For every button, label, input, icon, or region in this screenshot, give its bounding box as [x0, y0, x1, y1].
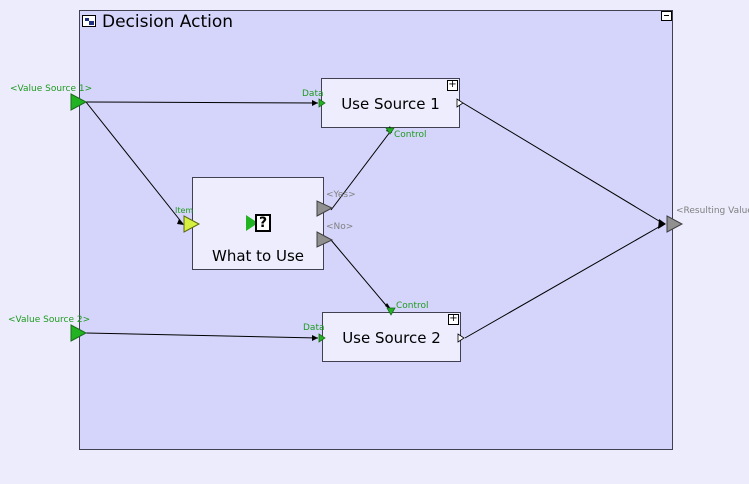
- use-source-2-label: Use Source 2: [342, 329, 441, 347]
- output-port-1: [456, 98, 464, 108]
- wire-source1-to-item: [85, 101, 184, 225]
- data-port-2-label: Data: [303, 323, 325, 333]
- collapse-button[interactable]: [661, 11, 672, 21]
- control-port-2: [386, 307, 396, 316]
- wire-source2-to-data2: [85, 332, 319, 339]
- what-to-use-node[interactable]: ? What to Use: [192, 177, 324, 270]
- resulting-value-label: <Resulting Value>: [676, 206, 749, 216]
- resulting-value-port: [666, 215, 684, 233]
- decision-icon: ?: [246, 212, 272, 234]
- expand-button-use-source-2[interactable]: +: [448, 313, 459, 325]
- arrow-data1: [312, 100, 318, 106]
- wire-out2-to-result: [464, 223, 665, 339]
- arrow-data2: [312, 335, 318, 341]
- use-source-1-node[interactable]: Use Source 1 +: [321, 78, 460, 128]
- output-port-2: [457, 333, 465, 343]
- expand-button-use-source-1[interactable]: +: [447, 79, 458, 91]
- item-port-label: Item: [175, 206, 194, 215]
- control-port-1: [385, 127, 395, 135]
- control-port-2-label: Control: [396, 301, 429, 311]
- control-port-1-label: Control: [394, 130, 427, 140]
- wire-out1-to-result: [462, 102, 665, 225]
- item-port: [183, 215, 201, 233]
- yes-port-label: <Yes>: [326, 190, 356, 200]
- use-source-1-label: Use Source 1: [341, 95, 440, 113]
- arrow-result: [658, 219, 666, 229]
- data-port-1-label: Data: [302, 89, 324, 99]
- no-port: [316, 231, 334, 248]
- wire-yes-to-control1: [330, 131, 391, 211]
- value-source-1-label: <Value Source 1>: [10, 84, 93, 94]
- wire-no-to-control2: [330, 239, 391, 311]
- what-to-use-label: What to Use: [211, 247, 305, 265]
- value-source-1-port: [70, 93, 88, 111]
- yes-port: [316, 200, 334, 217]
- arrow-item: [177, 219, 184, 225]
- wire-source1-to-data1: [85, 101, 319, 104]
- value-source-2-label: <Value Source 2>: [8, 315, 91, 325]
- container-icon: [82, 15, 96, 27]
- no-port-label: <No>: [326, 222, 354, 232]
- data-port-1: [318, 98, 326, 108]
- value-source-2-port: [70, 324, 88, 342]
- data-port-2: [318, 333, 326, 343]
- arrow-control2: [385, 303, 391, 309]
- container-title: Decision Action: [102, 12, 234, 32]
